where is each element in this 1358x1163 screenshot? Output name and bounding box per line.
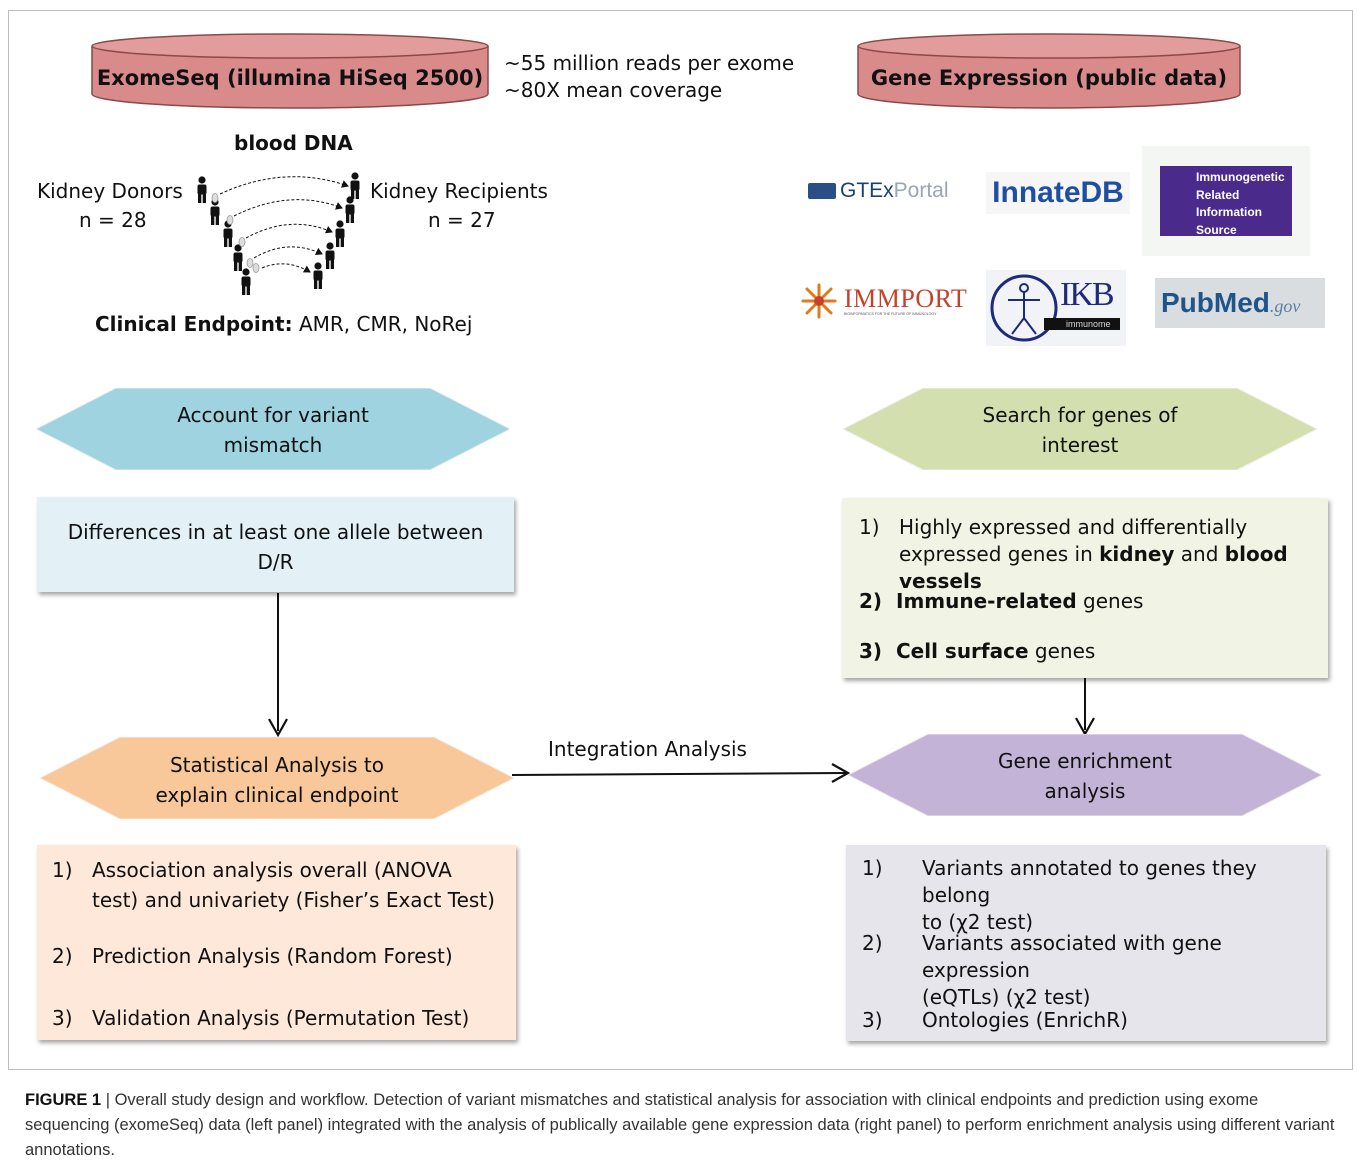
recipient-person-icon <box>345 196 355 223</box>
donor-recipient-illustration <box>197 172 360 295</box>
exomeseq-label: ExomeSeq (illumina HiSeq 2500) <box>96 66 484 90</box>
iris-logo: Immunogenetic Related Information Source <box>1142 146 1310 256</box>
enrichment-methods-box: 1) Variants annotated to genes they belo… <box>846 845 1326 1041</box>
donor-person-icon <box>233 244 243 271</box>
search-genes-hex: Search for genes of interest <box>843 388 1317 470</box>
ikb-icon <box>990 274 1120 342</box>
gene-criteria-item: 1) Highly expressed and differentially e… <box>859 515 1288 593</box>
enrichment-method-item: 1) Variants annotated to genes they belo… <box>862 856 1257 934</box>
clinical-endpoint: Clinical Endpoint: AMR, CMR, NoRej <box>95 310 472 338</box>
recipients-count: n = 27 <box>428 208 496 232</box>
donors-label: Kidney Donors <box>37 179 183 203</box>
exomeseq-cylinder: ExomeSeq (illumina HiSeq 2500) <box>90 32 490 112</box>
statistical-method-item: 1) Association analysis overall (ANOVA t… <box>52 858 495 912</box>
enrichment-method-item: 2) Variants associated with gene express… <box>862 931 1222 1009</box>
statistical-analysis-label: Statistical Analysis to explain clinical… <box>155 753 399 807</box>
recipient-person-icon <box>350 172 360 199</box>
kidney-icon <box>246 258 254 268</box>
account-variant-mismatch-hex: Account for variant mismatch <box>36 388 510 470</box>
enrichment-method-item: 3) Ontologies (EnrichR) <box>862 1008 1128 1032</box>
account-variant-mismatch-label: Account for variant mismatch <box>177 403 369 457</box>
kidney-icon <box>211 193 219 203</box>
statistical-method-item: 3) Validation Analysis (Permutation Test… <box>52 1006 470 1030</box>
donor-person-icon <box>241 268 251 295</box>
recipient-person-icon <box>335 220 345 247</box>
immport-star-icon <box>801 283 837 319</box>
figure-frame <box>8 10 1353 1070</box>
reads-per-exome: ~55 million reads per exome <box>504 51 795 75</box>
mean-coverage: ~80X mean coverage <box>504 78 723 102</box>
gene-enrichment-label: Gene enrichment analysis <box>998 749 1172 803</box>
blood-dna-label: blood DNA <box>234 131 353 155</box>
gene-criteria-item: 2) Immune-related genes <box>859 589 1144 613</box>
statistical-analysis-hex: Statistical Analysis to explain clinical… <box>40 737 514 819</box>
immport-logo: IMMPORT BIOINFORMATICS FOR THE FUTURE OF… <box>800 282 972 322</box>
kidney-icon <box>238 237 246 247</box>
clinical-endpoint-values: AMR, CMR, NoRej <box>298 312 473 336</box>
ikb-immunome-logo: IKB immunome <box>986 270 1126 346</box>
clinical-endpoint-label: Clinical Endpoint: <box>95 312 293 336</box>
figure-label: FIGURE 1 <box>25 1091 102 1109</box>
gene-criteria-item: 3) Cell surface genes <box>859 639 1096 663</box>
recipient-person-icon <box>325 242 335 269</box>
gtex-portal-logo: GTExPortal <box>808 174 968 208</box>
pubmed-logo: PubMed.gov <box>1155 278 1325 328</box>
gtex-icon <box>808 183 836 199</box>
innatedb-logo: InnateDB <box>986 172 1130 214</box>
donor-person-icon <box>197 176 207 203</box>
gene-enrichment-hex: Gene enrichment analysis <box>848 734 1322 816</box>
donors-count: n = 28 <box>79 208 147 232</box>
integration-analysis-label: Integration Analysis <box>548 737 747 761</box>
recipient-person-icon <box>313 262 323 289</box>
recipients-label: Kidney Recipients <box>370 179 548 203</box>
gene-expression-label: Gene Expression (public data) <box>870 66 1228 90</box>
statistical-method-item: 2) Prediction Analysis (Random Forest) <box>52 944 453 968</box>
caption-text: Overall study design and workflow. Detec… <box>25 1091 1335 1159</box>
kidney-icon <box>226 215 234 225</box>
search-genes-label: Search for genes of interest <box>982 403 1178 457</box>
statistical-methods-box: 1) Association analysis overall (ANOVA t… <box>37 845 516 1040</box>
genes-of-interest-box: 1) Highly expressed and differentially e… <box>842 498 1328 678</box>
down-arrow-left <box>268 593 288 738</box>
allele-differences-box: Differences in at least one allele betwe… <box>37 497 514 592</box>
kidney-icon <box>252 263 260 273</box>
figure-caption: FIGURE 1 | Overall study design and work… <box>25 1091 1335 1159</box>
integration-arrow <box>512 763 851 783</box>
allele-differences-text: Differences in at least one allele betwe… <box>67 520 484 574</box>
gene-expression-cylinder: Gene Expression (public data) <box>856 32 1242 112</box>
down-arrow-right <box>1075 678 1095 736</box>
